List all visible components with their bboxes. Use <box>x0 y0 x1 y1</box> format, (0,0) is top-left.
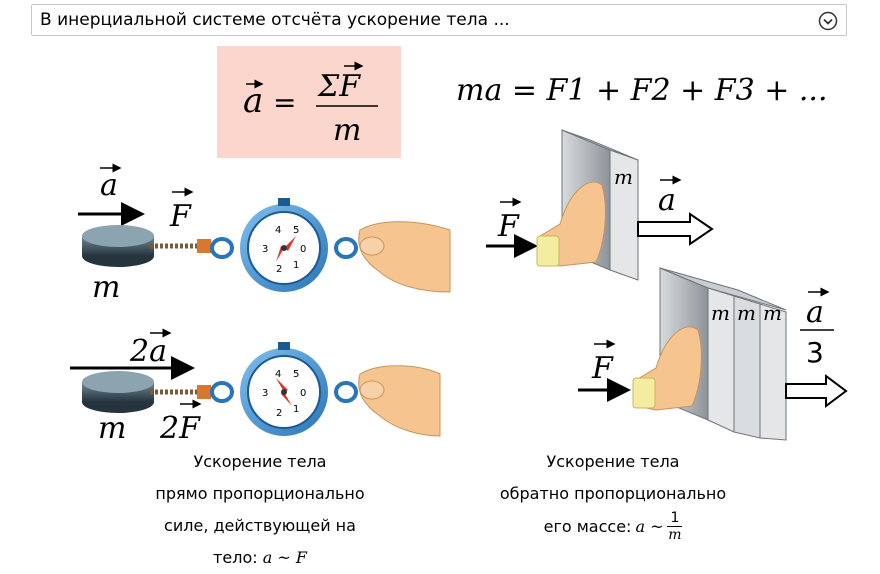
puck <box>82 225 154 247</box>
accel-denominator: 3 <box>806 336 824 369</box>
right-caption-line2: обратно пропорционально <box>499 484 727 503</box>
svg-text:3: 3 <box>262 388 268 399</box>
svg-text:3: 3 <box>262 244 268 255</box>
formula-main: a = ΣF m <box>243 61 378 148</box>
left-caption: Ускорение тела прямо пропорционально сил… <box>140 446 380 574</box>
svg-text:0: 0 <box>300 244 306 255</box>
svg-text:0: 0 <box>300 388 306 399</box>
left-caption-line1: Ускорение тела <box>193 452 327 471</box>
left-row1: a F m 4 3 2 1 0 5 <box>78 163 451 305</box>
block-side <box>609 149 639 281</box>
accel-hollow-arrow <box>785 374 848 408</box>
svg-text:5: 5 <box>293 225 299 236</box>
right-caption: Ускорение тела обратно пропорционально е… <box>478 446 748 543</box>
sleeve-cuff <box>632 377 656 409</box>
left-caption-line3: силе, действующей на тело: <box>164 516 356 567</box>
force-label: F <box>591 351 614 386</box>
accel-label: a <box>658 183 676 218</box>
left-caption-line2: прямо пропорционально <box>155 484 365 503</box>
chevron-down-circle-icon[interactable] <box>818 11 838 31</box>
topic-dropdown[interactable]: В инерциальной системе отсчёта ускорение… <box>31 4 847 36</box>
svg-text:2: 2 <box>276 264 282 275</box>
formula-lhs: a <box>243 81 263 121</box>
accel-numerator: a <box>806 295 824 330</box>
spring-segment <box>197 239 211 253</box>
dropdown-label: В инерциальной системе отсчёта ускорение… <box>40 10 510 30</box>
formula-numerator: ΣF <box>317 69 361 104</box>
svg-text:1: 1 <box>293 260 299 271</box>
mass-label: m <box>711 301 730 325</box>
mass-label: m <box>763 301 782 325</box>
formula-equals: = <box>273 86 296 119</box>
hook-left <box>210 237 234 259</box>
formula-sum: ma = F1 + F2 + F3 + ... <box>456 73 827 108</box>
mass-label: m <box>98 411 126 446</box>
formula-denominator: m <box>333 113 361 148</box>
puck <box>82 371 154 393</box>
force-label: 2F <box>159 411 201 446</box>
accel-hollow-arrow <box>637 212 714 246</box>
svg-text:4: 4 <box>275 225 281 236</box>
right-caption-line1: Ускорение тела <box>546 452 680 471</box>
force-label: F <box>497 209 520 244</box>
left-caption-relation: a ~ F <box>262 548 307 567</box>
physics-diagram: a = ΣF m ma = F1 + F2 + F3 + ... a F m 4… <box>70 61 848 446</box>
svg-text:4: 4 <box>275 369 281 380</box>
hand <box>358 221 451 293</box>
mass-label: m <box>737 301 756 325</box>
svg-text:2: 2 <box>276 408 282 419</box>
formula-sum-text: ma = F1 + F2 + F3 + ... <box>456 73 827 108</box>
needle <box>284 236 296 251</box>
mass-label: m <box>614 165 633 189</box>
force-label: F <box>169 199 192 234</box>
right-top: F m a <box>486 129 714 281</box>
hand <box>358 365 441 437</box>
hook-right <box>334 237 358 259</box>
needle <box>276 378 288 392</box>
right-caption-fraction: 1 m <box>667 510 683 543</box>
svg-text:1: 1 <box>293 404 299 415</box>
formula-highlight-box <box>217 46 401 158</box>
right-caption-line3: его массе: <box>543 516 632 536</box>
block-3 <box>759 303 787 441</box>
sleeve-cuff <box>536 235 560 267</box>
accel-label: a <box>100 168 118 203</box>
right-bottom: F m m m a 3 <box>578 267 848 441</box>
svg-text:5: 5 <box>293 369 299 380</box>
left-row2: 2a m 2F 4 3 2 1 0 5 <box>70 328 441 446</box>
accel-label: 2a <box>129 334 167 369</box>
right-caption-relation-lhs: a ~ <box>635 516 664 536</box>
mass-label: m <box>92 270 120 305</box>
